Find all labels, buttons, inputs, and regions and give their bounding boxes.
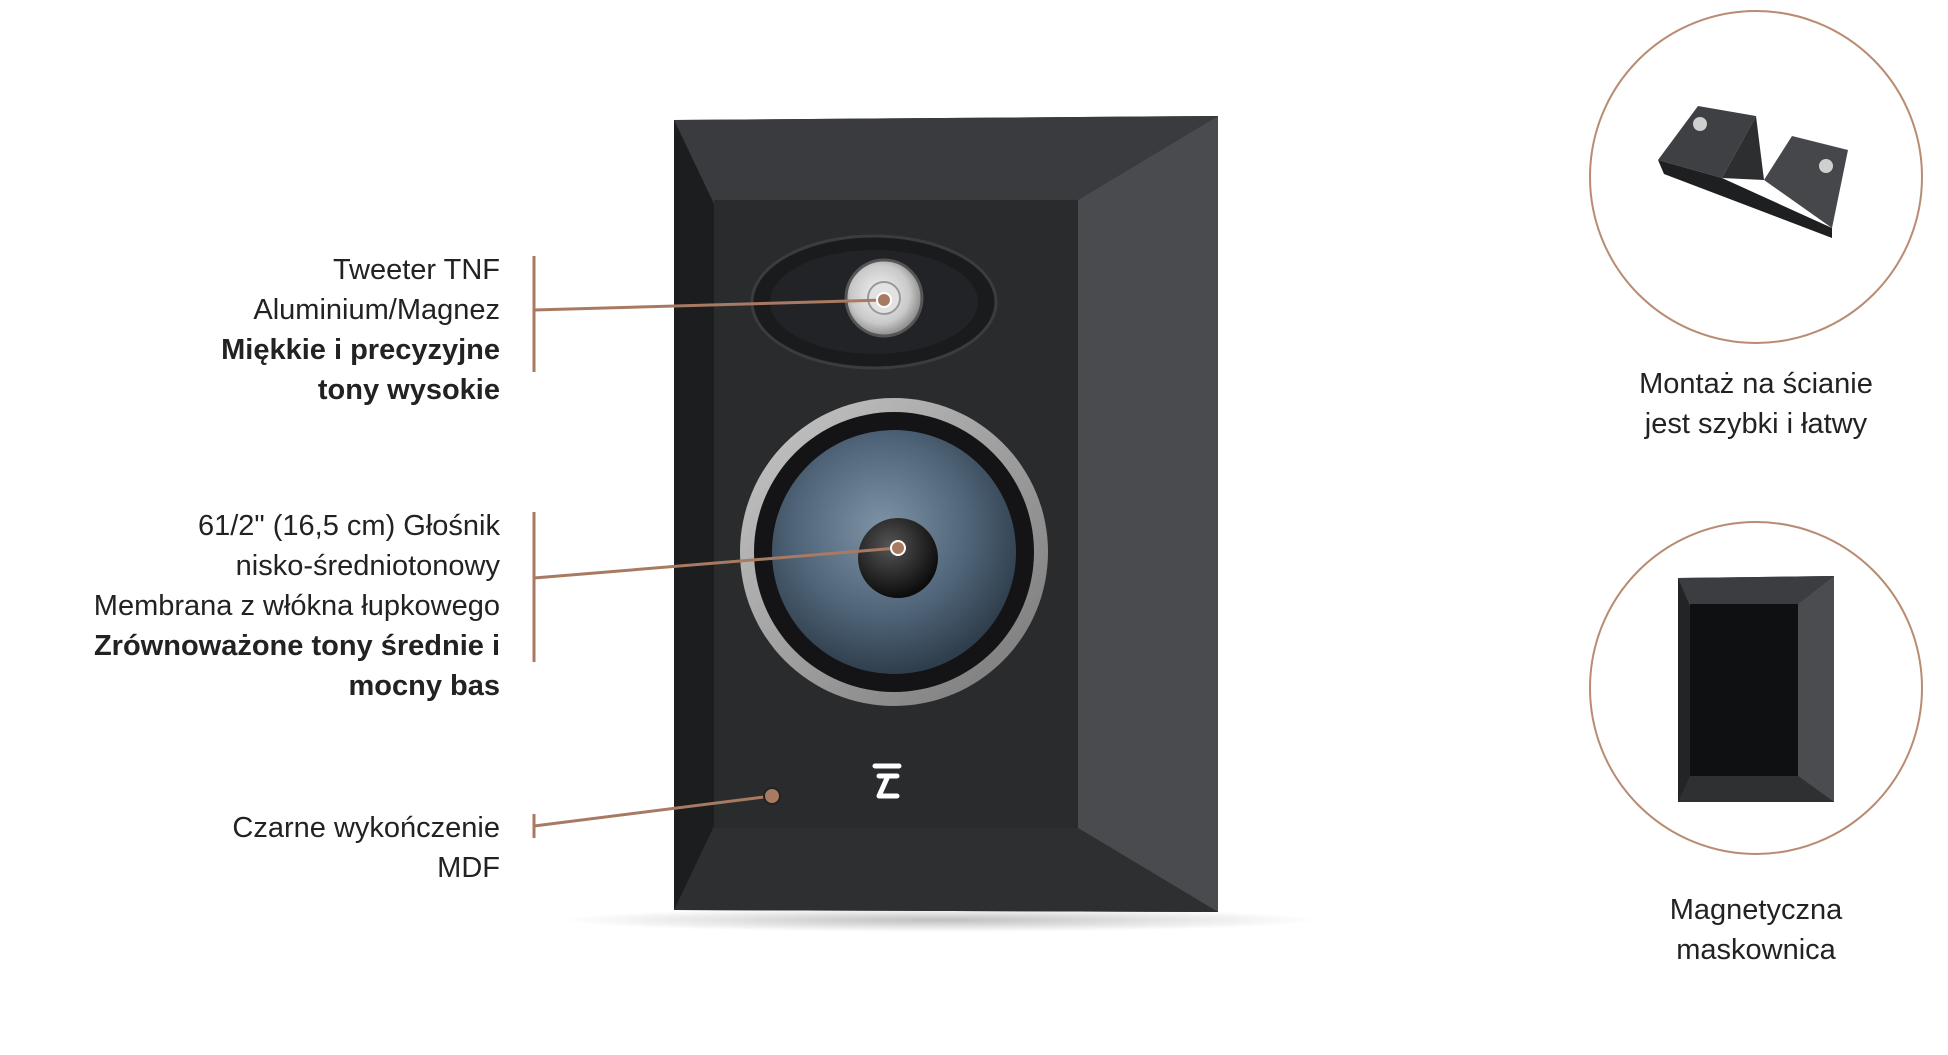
wall-mount-label: Montaż na ścianie jest szybki i łatwy [1639, 368, 1873, 440]
wall-bracket-icon [1658, 106, 1848, 238]
callout-finish-line [532, 787, 781, 838]
woofer-benefit-1: Zrównoważone tony średnie i [93, 630, 500, 662]
speaker [674, 116, 1218, 912]
callout-woofer-line [532, 512, 906, 662]
tweeter-benefit-1: Miękkie i precyzyjne [221, 334, 500, 366]
finish-material: MDF [437, 852, 500, 884]
grille-speaker-icon [1678, 576, 1834, 802]
callout-woofer: 61/2" (16,5 cm) Głośnik nisko-średnioton… [0, 506, 500, 706]
tweeter-name: Tweeter TNF [332, 254, 500, 286]
finish-color: Czarne wykończenie [232, 812, 500, 844]
woofer-benefit-2: mocny bas [348, 670, 501, 702]
speaker-bevel-left [674, 120, 714, 910]
tweeter-benefit-2: tony wysokie [317, 374, 500, 406]
callout-finish: Czarne wykończenie MDF [0, 808, 500, 888]
callout-tweeter: Tweeter TNF Aluminium/Magnez Miękkie i p… [0, 250, 500, 410]
grille-label: Magnetyczna maskownica [1669, 894, 1843, 966]
speaker-bevel-top [674, 116, 1218, 204]
magnetic-grille-feature [1589, 521, 1923, 855]
wall-mount-feature [1589, 10, 1923, 344]
tweeter-material: Aluminium/Magnez [253, 294, 500, 326]
woofer-dust-cap [858, 518, 938, 598]
woofer-size: 61/2" (16,5 cm) Głośnik [197, 510, 500, 542]
speaker-bevel-bottom [674, 826, 1218, 912]
woofer-type: nisko-średniotonowy [235, 550, 500, 582]
speaker-bevel-right [1078, 116, 1218, 912]
brand-logo-icon [872, 763, 902, 799]
woofer-membrane: Membrana z włókna łupkowego [93, 590, 500, 622]
callout-tweeter-line [532, 256, 892, 372]
